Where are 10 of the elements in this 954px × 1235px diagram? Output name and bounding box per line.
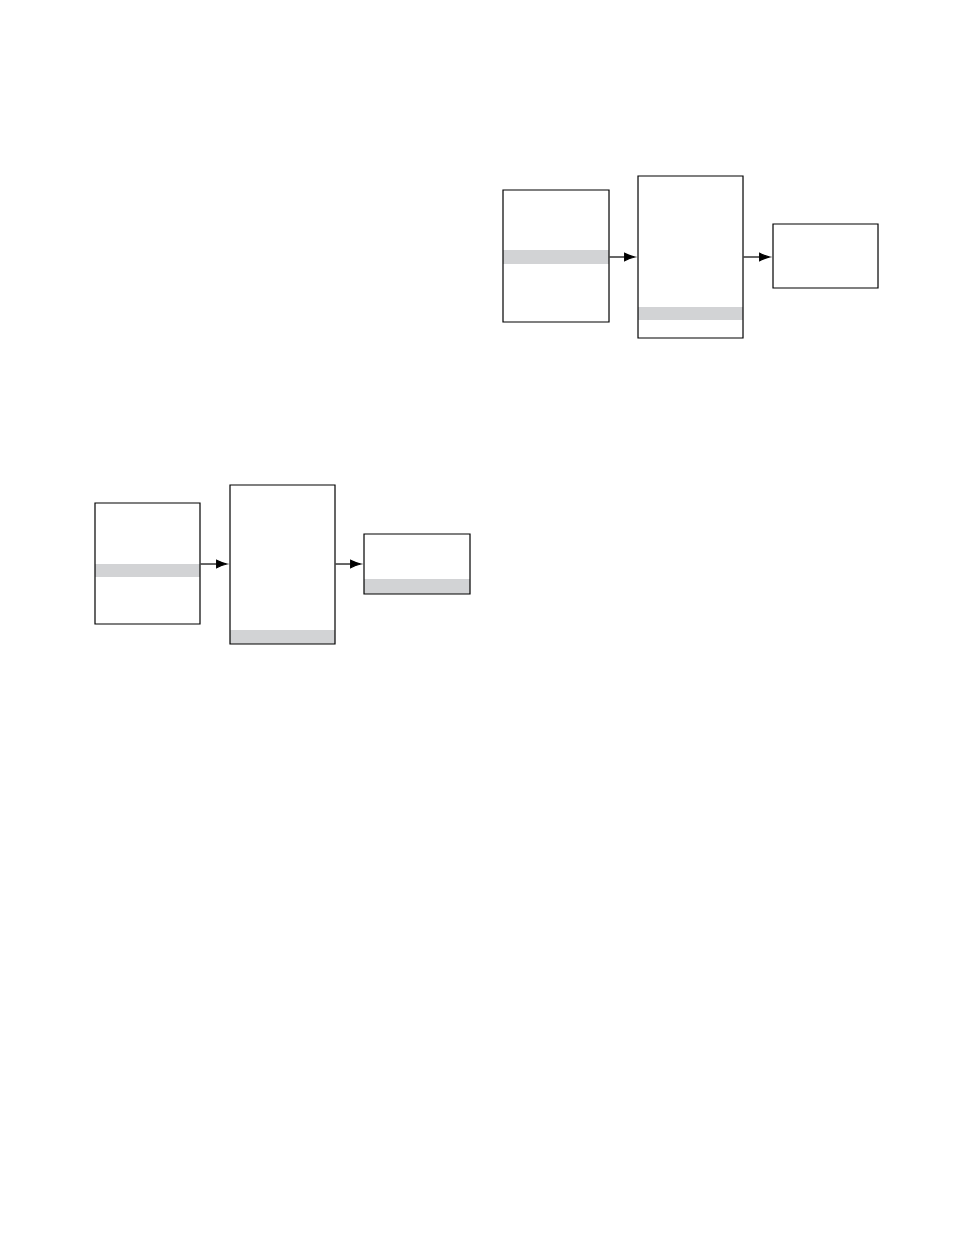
flow-box — [229, 484, 336, 645]
arrow — [743, 252, 771, 262]
flow-box — [94, 502, 201, 625]
flow-box — [772, 223, 879, 289]
arrow — [200, 559, 228, 569]
flow-box — [637, 175, 744, 339]
arrow — [609, 252, 636, 262]
flow-box — [363, 533, 471, 595]
arrow — [335, 559, 362, 569]
flow-box — [502, 189, 610, 323]
